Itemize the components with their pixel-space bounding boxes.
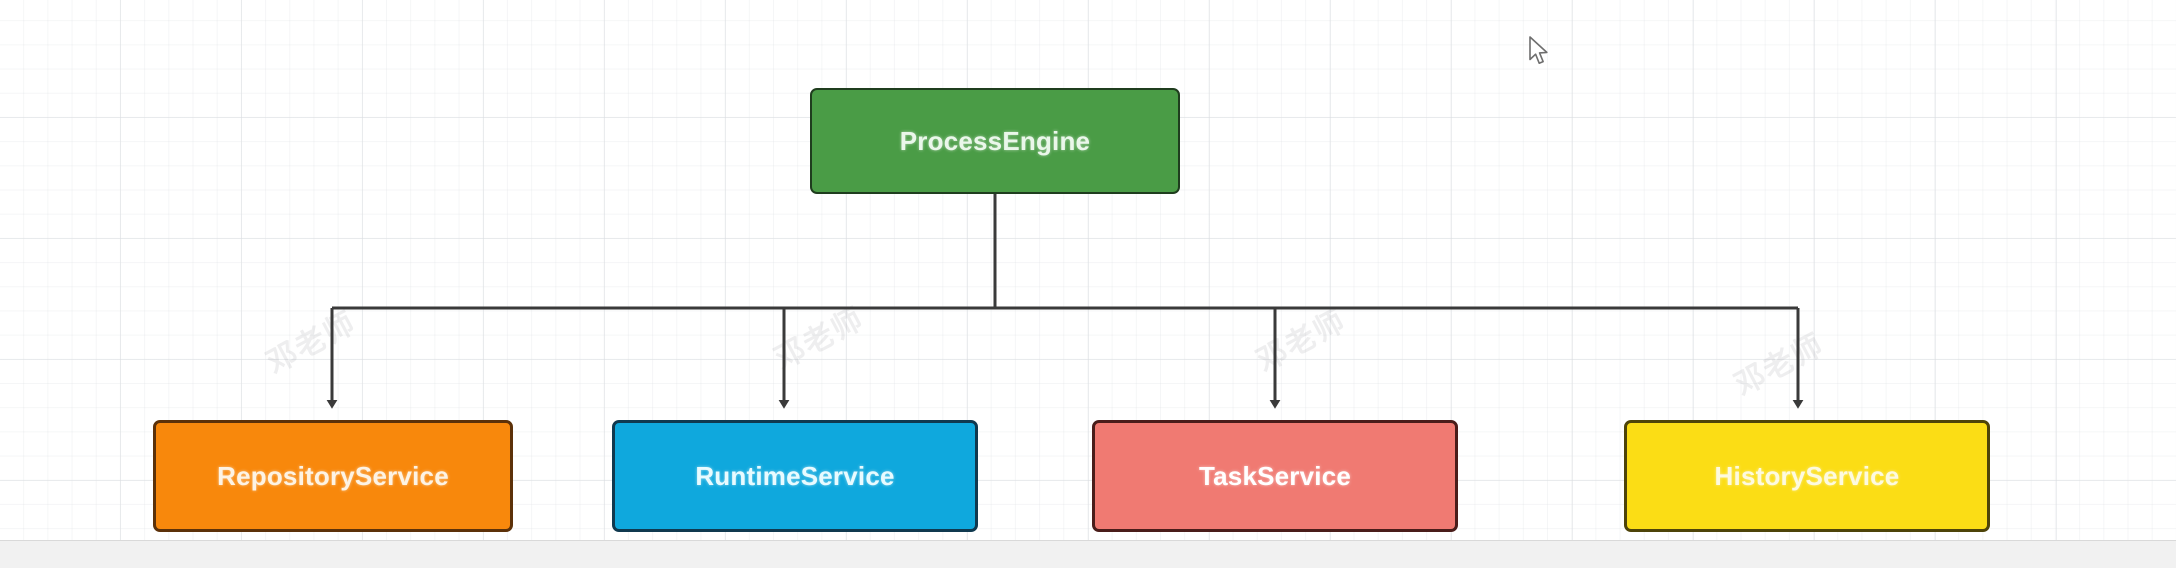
node-label: TaskService [1198, 460, 1352, 491]
node-history-service[interactable]: HistoryService [1624, 420, 1990, 532]
node-repository-service[interactable]: RepositoryService [153, 420, 513, 532]
node-label: RuntimeService [695, 460, 895, 491]
node-runtime-service[interactable]: RuntimeService [612, 420, 978, 532]
node-task-service[interactable]: TaskService [1092, 420, 1458, 532]
node-process-engine[interactable]: ProcessEngine [810, 88, 1180, 194]
bottom-strip [0, 540, 2176, 568]
node-label: HistoryService [1714, 460, 1900, 491]
node-label: ProcessEngine [899, 125, 1091, 156]
node-label: RepositoryService [217, 460, 449, 491]
